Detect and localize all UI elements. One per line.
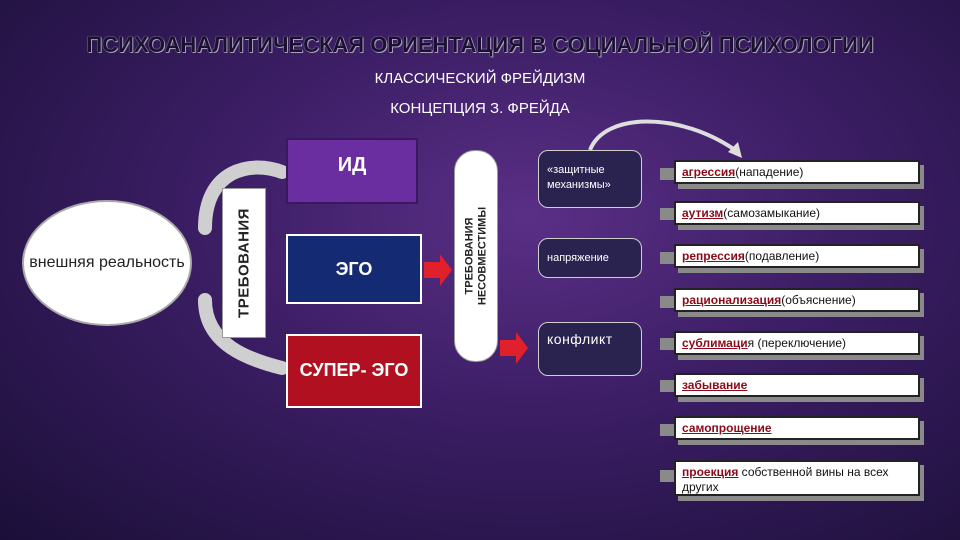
list-item: самопрощение (674, 416, 920, 440)
curve-arrow-top (588, 119, 737, 152)
superego-box: СУПЕР- ЭГО (286, 334, 422, 408)
item-keyword: забывание (682, 378, 748, 392)
item-keyword: проекция (682, 465, 739, 479)
arrowhead-top (728, 142, 742, 158)
subtitle-classic-freudism: КЛАССИЧЕСКИЙ ФРЕЙДИЗМ (374, 70, 586, 87)
demands-bar: ТРЕБОВАНИЯ (222, 188, 266, 338)
external-reality: внешняя реальность (22, 200, 192, 326)
list-item: аутизм (самозамыкание) (674, 201, 920, 225)
incompatible-demands: ТРЕБОВАНИЯ НЕСОВМЕСТИМЫ (454, 150, 498, 362)
item-description: (подавление) (744, 249, 820, 263)
curve-arrow-id (198, 160, 289, 235)
ego-box: ЭГО (286, 234, 422, 304)
tension-box: напряжение (538, 238, 642, 278)
item-keyword: аутизм (682, 206, 724, 220)
item-description: я (переключение) (747, 336, 847, 350)
red-arrow-ego (424, 254, 452, 286)
curve-arrow-superego (198, 293, 289, 375)
item-keyword: сублимаци (682, 336, 748, 350)
incompatible-label: ТРЕБОВАНИЯ НЕСОВМЕСТИМЫ (463, 207, 488, 305)
incompatible-line-2: НЕСОВМЕСТИМЫ (476, 206, 488, 306)
list-item: рационализация (объяснение) (674, 288, 920, 312)
demands-label: ТРЕБОВАНИЯ (235, 208, 253, 318)
item-description: собственной вины на всех других (682, 465, 889, 494)
item-keyword: рационализация (682, 293, 782, 307)
item-keyword: самопрощение (682, 421, 772, 435)
list-item: проекция собственной вины на всех других (674, 460, 920, 496)
subtitle-freud-concept: КОНЦЕПЦИЯ З. ФРЕЙДА (390, 100, 570, 117)
list-item: забывание (674, 373, 920, 397)
page-title: ПСИХОАНАЛИТИЧЕСКАЯ ОРИЕНТАЦИЯ В СОЦИАЛЬН… (86, 32, 874, 57)
item-keyword: агрессия (682, 165, 736, 179)
conflict-box: конфликт (538, 322, 642, 376)
item-text: проекция собственной вины на всех других (682, 465, 912, 495)
item-description: (объяснение) (781, 293, 856, 307)
list-item: агрессия (нападение) (674, 160, 920, 184)
item-keyword: репрессия (682, 249, 745, 263)
id-box: ИД (286, 138, 418, 204)
list-item: репрессия (подавление) (674, 244, 920, 268)
item-description: (нападение) (735, 165, 804, 179)
red-arrow-conflict (500, 332, 528, 364)
defense-mechanisms-box: «защитные механизмы» (538, 150, 642, 208)
item-description: (самозамыкание) (723, 206, 820, 220)
incompatible-line-1: ТРЕБОВАНИЯ (463, 217, 476, 295)
